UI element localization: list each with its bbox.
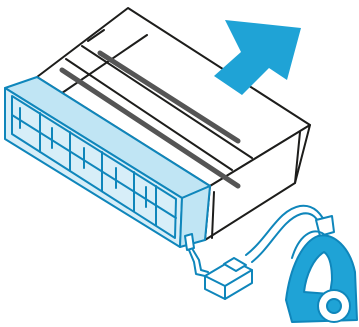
- arrow-up-right-icon: [214, 20, 301, 95]
- hose-coupling: [316, 216, 334, 236]
- nozzle-tube: [189, 250, 205, 276]
- vacuum-brush-tool: [205, 258, 252, 299]
- vacuum-cleaner: [286, 231, 357, 322]
- nozzle-head: [185, 234, 194, 250]
- vacuum-wheel-hub: [327, 299, 341, 313]
